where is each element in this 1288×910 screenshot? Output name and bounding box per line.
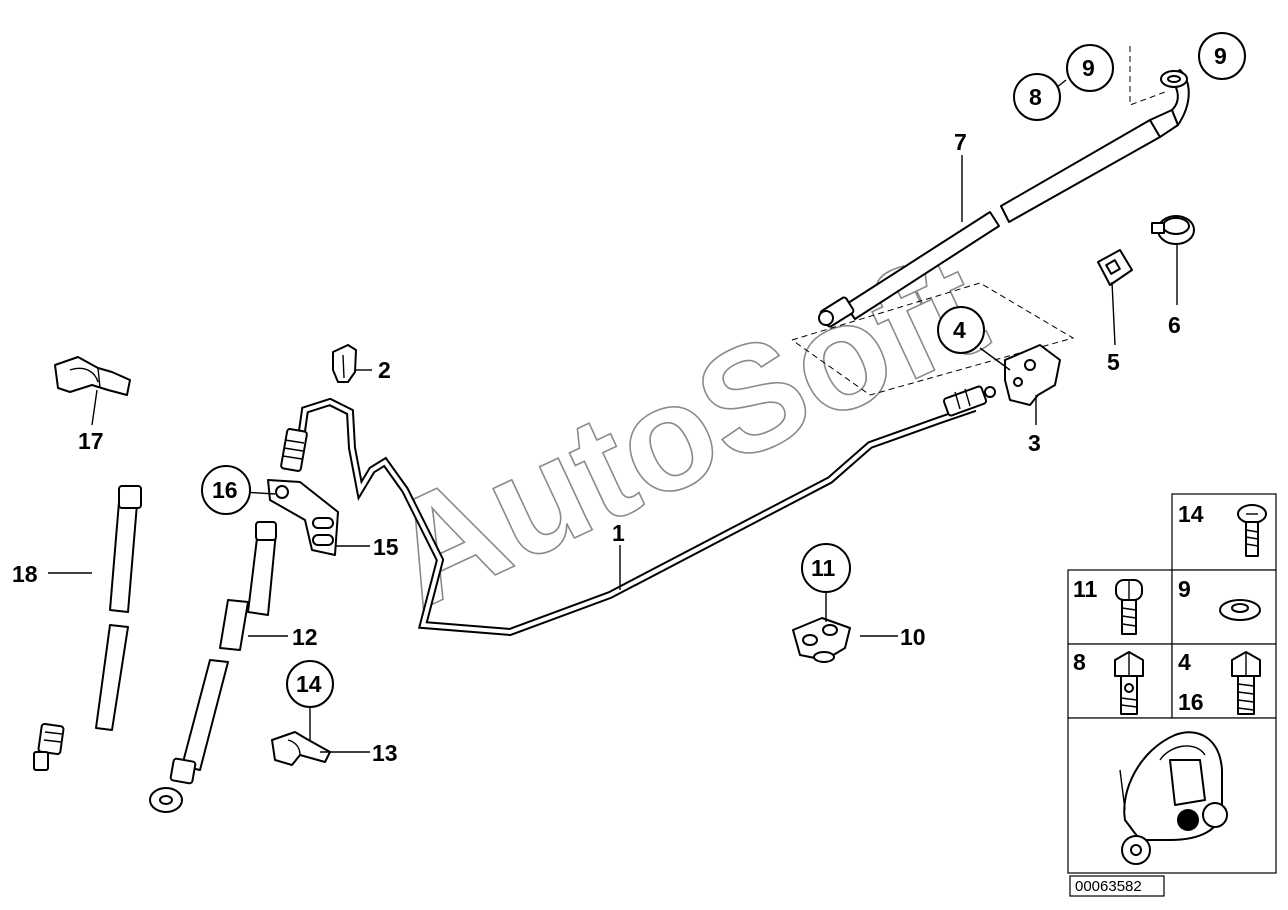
- clip-part-2[interactable]: [332, 344, 357, 383]
- clip-part-5[interactable]: [1097, 249, 1133, 286]
- washer-icon: [1219, 599, 1261, 621]
- callout-9a: 9: [1082, 55, 1095, 81]
- legend-label-8: 8: [1073, 649, 1086, 675]
- hose-clamp-part-6[interactable]: [1151, 215, 1195, 245]
- legend-label-14: 14: [1178, 501, 1204, 527]
- callout-2: 2: [378, 357, 391, 383]
- legend-label-4: 4: [1178, 649, 1191, 675]
- callout-3: 3: [1028, 430, 1041, 456]
- brake-line-part-1[interactable]: [280, 385, 996, 637]
- callout-1: 1: [612, 520, 625, 546]
- brake-hose-part-12[interactable]: [149, 521, 277, 813]
- callout-8: 8: [1029, 84, 1042, 110]
- callout-14-circle: [286, 660, 334, 708]
- callout-6: 6: [1168, 312, 1181, 338]
- callout-18: 18: [12, 561, 38, 587]
- callout-13: 13: [372, 740, 398, 766]
- callout-4: 4: [953, 317, 966, 343]
- bracket-part-15[interactable]: [267, 479, 339, 556]
- callout-9a-circle: [1066, 44, 1114, 92]
- callout-10: 10: [900, 624, 926, 650]
- callout-4-circle: [937, 306, 985, 354]
- slotted-screw-icon: [1115, 579, 1143, 635]
- legend-label-16: 16: [1178, 689, 1204, 715]
- callout-14: 14: [296, 671, 322, 697]
- legend-label-11: 11: [1073, 576, 1098, 602]
- fastener-legend: 14 11 9 8 4 16: [1067, 493, 1277, 874]
- assembly-dashed-line-top: [1129, 46, 1166, 106]
- brake-hose-part-18[interactable]: [33, 485, 142, 771]
- diagram-code-box: [1069, 875, 1165, 897]
- assembly-dashed-line: [791, 282, 1075, 396]
- hollow-bolt-icon: [1114, 651, 1144, 715]
- callout-8-circle: [1013, 73, 1061, 121]
- scooter-locator-icon: [1119, 731, 1228, 865]
- diagram-code: 00063582: [1075, 878, 1142, 895]
- callout-15: 15: [373, 534, 399, 560]
- callout-17: 17: [78, 428, 104, 454]
- callout-5: 5: [1107, 349, 1120, 375]
- clip-part-17[interactable]: [54, 356, 131, 396]
- connector-part-10[interactable]: [792, 617, 851, 663]
- callout-16-circle: [201, 465, 251, 515]
- callout-7: 7: [954, 129, 967, 155]
- callout-9b: 9: [1214, 43, 1227, 69]
- bracket-part-3[interactable]: [1004, 344, 1061, 406]
- callout-9b-circle: [1198, 32, 1246, 80]
- brake-hose-part-7[interactable]: [818, 69, 1190, 328]
- callout-16: 16: [212, 477, 238, 503]
- callout-12: 12: [292, 624, 318, 650]
- clip-part-13[interactable]: [271, 731, 331, 766]
- hex-bolt-icon: [1231, 651, 1261, 715]
- callout-11: 11: [811, 555, 836, 581]
- screw-icon: [1237, 504, 1267, 557]
- legend-label-9: 9: [1178, 576, 1191, 602]
- callout-11-circle: [801, 543, 851, 593]
